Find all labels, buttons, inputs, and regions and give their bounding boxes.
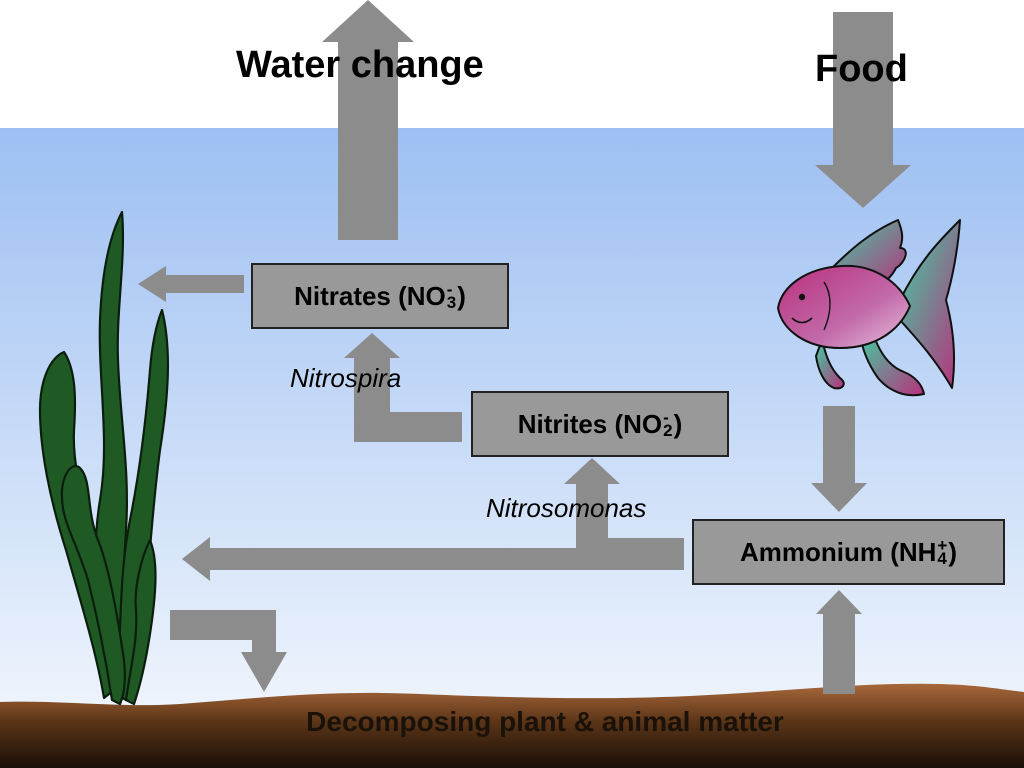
water-change-arrow — [322, 0, 414, 240]
nitrites-to-nitrates-arrow — [344, 333, 462, 442]
ammonium-to-plant-arrow — [182, 537, 576, 581]
nitrospira-label: Nitrospira — [290, 363, 402, 393]
nitrates-superscript: - — [446, 280, 453, 299]
nitrates-close: ) — [457, 280, 466, 311]
nitrites-name: Nitrites (NO — [517, 408, 663, 439]
ammonium-charge: +4 — [937, 536, 948, 568]
food-title: Food — [815, 48, 908, 90]
nitrates-name: Nitrates (NO — [294, 280, 446, 311]
ammonium-close: ) — [948, 536, 958, 567]
nitrites-close: ) — [673, 408, 683, 439]
arrows — [138, 0, 911, 694]
nitrates-subscript: 3 — [446, 293, 457, 312]
plant-to-soil-arrow — [170, 610, 287, 692]
nitrites-charge: -2 — [663, 408, 673, 440]
seaweed-icon — [38, 210, 170, 706]
ammonium-to-nitrites-arrow — [564, 458, 684, 570]
fish-icon — [777, 219, 961, 397]
nitrites-subscript: 2 — [663, 421, 673, 440]
nitrites-box: Nitrites (NO-2) — [471, 391, 729, 457]
decomposing-to-ammonium-arrow — [816, 590, 862, 694]
ammonium-superscript: + — [937, 536, 948, 555]
ammonium-name: Ammonium (NH — [739, 536, 937, 567]
water-change-title: Water change — [236, 44, 484, 86]
ammonium-subscript: 4 — [937, 549, 947, 568]
nitrites-superscript: - — [663, 408, 669, 427]
fish-to-ammonium-arrow — [811, 406, 867, 512]
decomposing-matter-label: Decomposing plant & animal matter — [306, 706, 784, 737]
food-arrow — [815, 12, 911, 208]
nitrates-charge: -3 — [446, 280, 457, 312]
ammonium-box: Ammonium (NH+4) — [692, 519, 1005, 585]
nitrates-box: Nitrates (NO-3) — [251, 263, 509, 329]
soil-bed — [0, 683, 1024, 768]
nitrates-to-plant-arrow — [138, 266, 244, 302]
nitrosomonas-label: Nitrosomonas — [486, 493, 647, 523]
